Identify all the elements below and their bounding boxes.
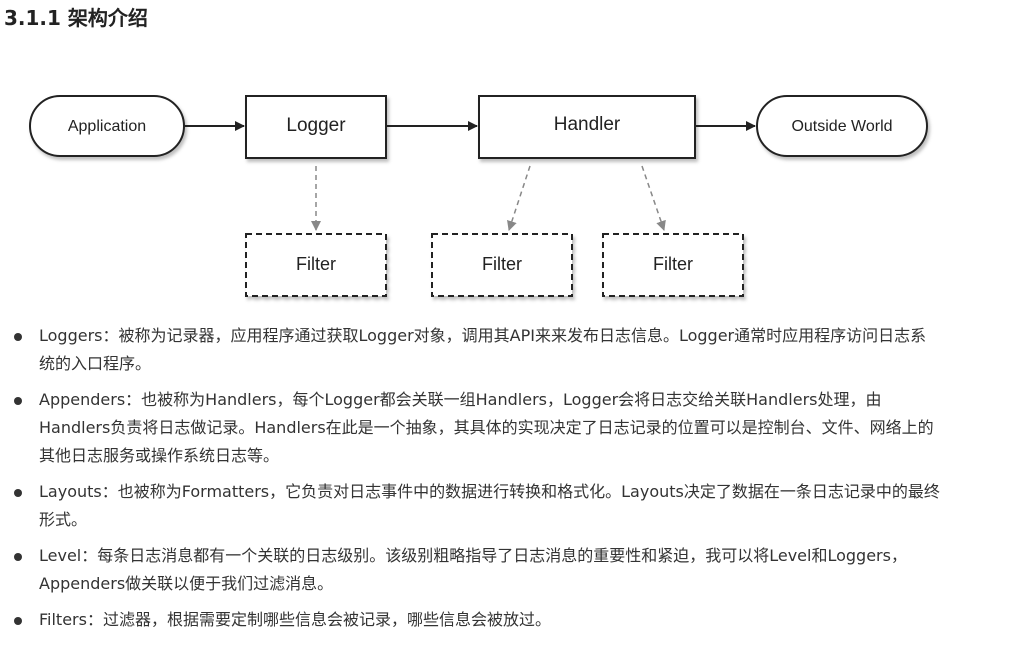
list-item-filters: Filters：过滤器，根据需要定制哪些信息会被记录，哪些信息会被放过。: [0, 606, 1000, 634]
logger-label: Logger: [286, 115, 346, 136]
arrow-handler-to-filter-2: [641, 165, 666, 231]
list-item-text: Layouts：也被称为Formatters，它负责对日志事件中的数据进行转换和…: [39, 482, 940, 529]
list-item-loggers: Loggers：被称为记录器，应用程序通过获取Logger对象，调用其API来来…: [0, 322, 1000, 378]
list-item-text: Loggers：被称为记录器，应用程序通过获取Logger对象，调用其API来来…: [39, 326, 927, 373]
list-item-text: Appenders：也被称为Handlers，每个Logger都会关联一组Han…: [39, 390, 934, 465]
list-item-text: Filters：过滤器，根据需要定制哪些信息会被记录，哪些信息会被放过。: [39, 610, 551, 629]
filter-label: Filter: [482, 254, 522, 274]
architecture-diagram: Application Logger Handler Outside World…: [18, 82, 940, 308]
application-label: Application: [68, 118, 146, 135]
list-item-level: Level：每条日志消息都有一个关联的日志级别。该级别粗略指导了日志消息的重要性…: [0, 542, 1000, 598]
handler-node: Handler: [478, 95, 696, 159]
list-item-appenders: Appenders：也被称为Handlers，每个Logger都会关联一组Han…: [0, 386, 1000, 470]
list-item-text: Level：每条日志消息都有一个关联的日志级别。该级别粗略指导了日志消息的重要性…: [39, 546, 907, 593]
bullet-icon: [14, 333, 22, 341]
arrow-handler-to-filter-1: [507, 165, 531, 231]
logger-node: Logger: [245, 95, 387, 159]
filter-node-logger: Filter: [245, 233, 387, 297]
concept-list: Loggers：被称为记录器，应用程序通过获取Logger对象，调用其API来来…: [0, 322, 1000, 642]
outside-world-label: Outside World: [791, 118, 892, 135]
filter-node-handler-2: Filter: [602, 233, 744, 297]
outside-world-node: Outside World: [756, 95, 928, 157]
filter-node-handler-1: Filter: [431, 233, 573, 297]
list-item-layouts: Layouts：也被称为Formatters，它负责对日志事件中的数据进行转换和…: [0, 478, 1000, 534]
bullet-icon: [14, 553, 22, 561]
bullet-icon: [14, 489, 22, 497]
filter-label: Filter: [296, 254, 336, 274]
application-node: Application: [29, 95, 185, 157]
filter-label: Filter: [653, 254, 693, 274]
handler-label: Handler: [554, 114, 621, 135]
bullet-icon: [14, 617, 22, 625]
section-heading: 3.1.1 架构介绍: [4, 6, 148, 30]
bullet-icon: [14, 397, 22, 405]
